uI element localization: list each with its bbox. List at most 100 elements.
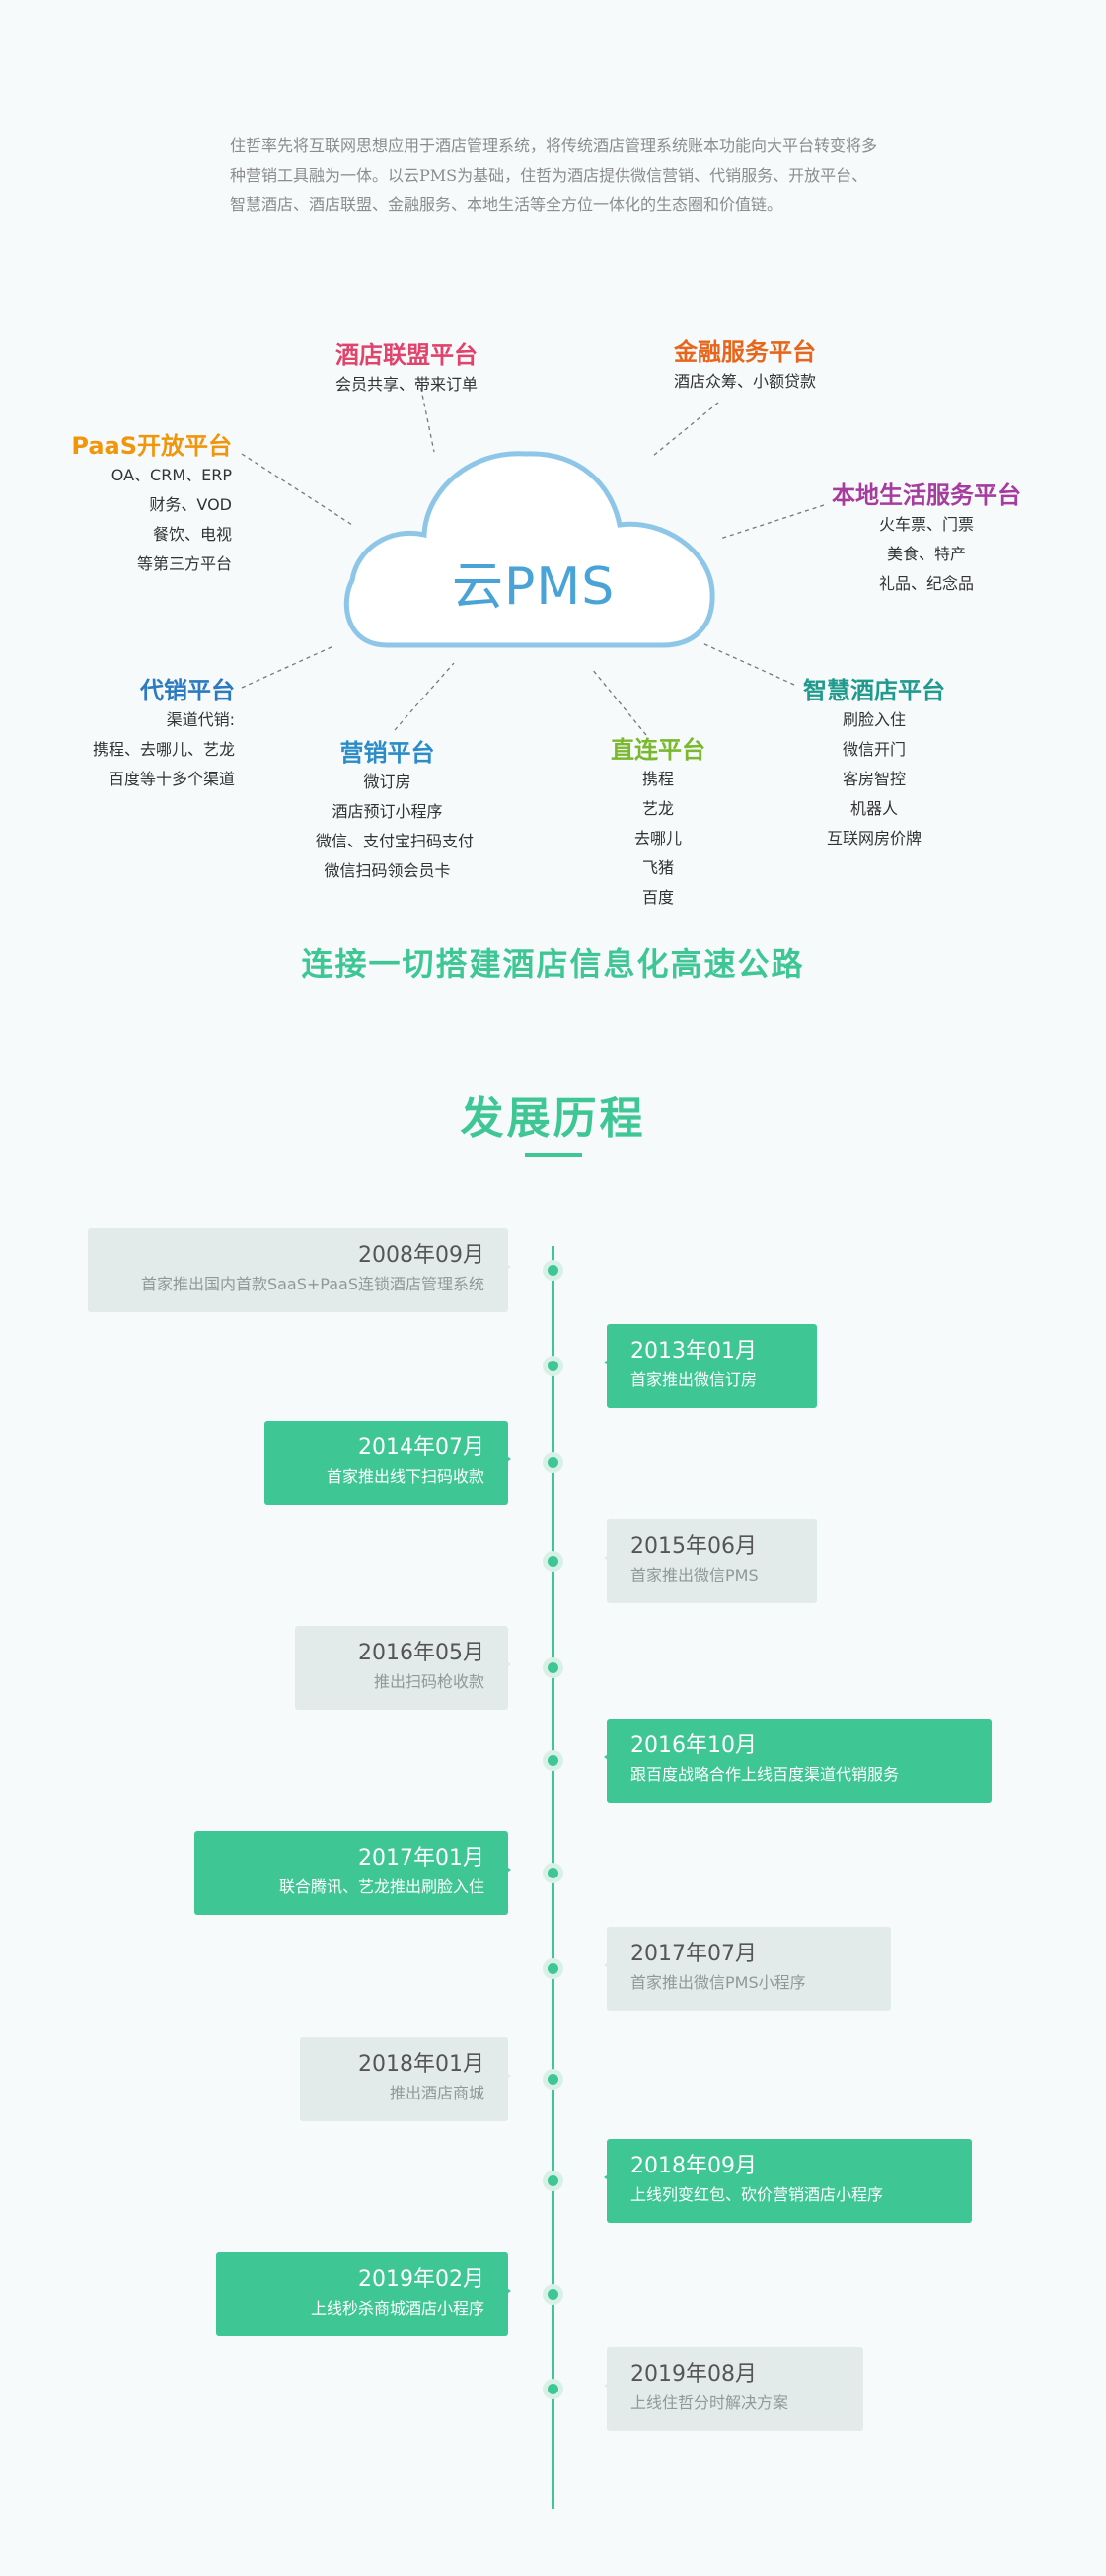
platform-paas: PaaS开放平台 OA、CRM、ERP 财务、VOD 餐饮、电视 等第三方平台 (59, 431, 232, 579)
connector-finance (652, 402, 719, 457)
timeline-entry: 2014年07月首家推出线下扫码收款 (264, 1421, 511, 1505)
timeline-dot (548, 2289, 558, 2300)
timeline-dot (548, 1556, 558, 1567)
platform-line: 刷脸入住 (842, 710, 906, 729)
intro-paragraph: 住哲率先将互联网思想应用于酒店管理系统，将传统酒店管理系统账本功能向大平台转变将… (230, 136, 878, 214)
timeline-entry: 2016年10月跟百度战略合作上线百度渠道代销服务 (604, 1719, 992, 1803)
title-underline (525, 1153, 582, 1157)
timeline-date: 2018年09月 (630, 2154, 757, 2178)
connector-direct (591, 668, 647, 736)
timeline-dot (548, 2175, 558, 2186)
platform-finance: 金融服务平台 酒店众筹、小额贷款 (674, 337, 816, 397)
platform-line: 礼品、纪念品 (878, 574, 974, 593)
timeline-date: 2019年08月 (630, 2362, 757, 2387)
timeline-event: 首家推出微信PMS (630, 1566, 759, 1584)
platform-line: 酒店预订小程序 (332, 802, 443, 821)
platform-agency: 代销平台 渠道代销: 携程、去哪儿、艺龙 百度等十多个渠道 (59, 676, 235, 794)
timeline-date: 2008年09月 (358, 1243, 484, 1268)
platform-line: 百度等十多个渠道 (108, 770, 235, 788)
platform-line: 机器人 (849, 799, 898, 818)
timeline-dot (548, 1361, 558, 1371)
timeline-dot (548, 2384, 558, 2394)
platform-line: 互联网房价牌 (826, 829, 922, 847)
timeline-event: 上线列变红包、砍价营销酒店小程序 (630, 2185, 884, 2204)
platform-alliance: 酒店联盟平台 会员共享、带来订单 (335, 340, 478, 400)
timeline-dot (548, 1662, 558, 1673)
platform-title: 金融服务平台 (674, 338, 816, 366)
timeline-date: 2015年06月 (630, 1534, 757, 1559)
timeline-date: 2019年02月 (358, 2267, 484, 2292)
platform-line: 火车票、门票 (878, 515, 974, 534)
timeline-dot (548, 1457, 558, 1468)
timeline-event: 首家推出线下扫码收款 (326, 1467, 484, 1486)
platform-title: 智慧酒店平台 (803, 677, 945, 704)
history-title: 发展历程 (460, 1093, 646, 1143)
timeline-entry: 2013年01月首家推出微信订房 (604, 1324, 817, 1408)
timeline-date: 2013年01月 (630, 1339, 757, 1363)
connector-marketing (394, 662, 455, 731)
platform-line: 微信扫码领会员卡 (324, 861, 451, 880)
platform-line: 百度 (641, 888, 674, 907)
timeline-dot (548, 2074, 558, 2085)
platform-line: 艺龙 (641, 799, 674, 818)
timeline-date: 2017年01月 (358, 1846, 484, 1871)
timeline-event: 首家推出微信PMS小程序 (630, 1973, 806, 1992)
timeline-dot (548, 1868, 558, 1878)
platform-line: 财务、VOD (149, 495, 232, 514)
timeline-entry: 2019年08月上线住哲分时解决方案 (604, 2347, 863, 2431)
timeline-event: 联合腾讯、艺龙推出刷脸入住 (278, 1877, 484, 1896)
connector-local (719, 504, 825, 540)
platform-local: 本地生活服务平台 火车票、门票 美食、特产 礼品、纪念品 (832, 480, 1021, 599)
timeline-entry: 2017年07月首家推出微信PMS小程序 (604, 1927, 891, 2011)
platform-line: 微信、支付宝扫码支付 (316, 832, 475, 850)
timeline-entry: 2019年02月上线秒杀商城酒店小程序 (216, 2252, 511, 2336)
timeline-entry: 2008年09月首家推出国内首款SaaS+PaaS连锁酒店管理系统 (88, 1228, 511, 1312)
platform-line: 微订房 (363, 773, 411, 791)
diagram-lines (241, 379, 825, 736)
platform-line: 渠道代销: (166, 710, 235, 729)
platform-line: OA、CRM、ERP (111, 466, 232, 484)
platform-title: PaaS开放平台 (71, 432, 232, 460)
platform-line: 去哪儿 (633, 829, 682, 847)
platform-line: 携程、去哪儿、艺龙 (92, 740, 235, 759)
timeline-entry: 2017年01月联合腾讯、艺龙推出刷脸入住 (194, 1831, 511, 1915)
timeline-entry: 2016年05月推出扫码枪收款 (295, 1626, 511, 1710)
timeline-date: 2018年01月 (358, 2052, 484, 2077)
timeline-date: 2016年10月 (630, 1733, 757, 1758)
platform-line: 飞猪 (641, 858, 674, 877)
platform-title: 代销平台 (140, 677, 235, 704)
platform-marketing: 营销平台 微订房 酒店预订小程序 微信、支付宝扫码支付 微信扫码领会员卡 (316, 738, 475, 886)
platform-line: 美食、特产 (886, 545, 966, 563)
cloud-shape (343, 451, 715, 648)
platform-line: 酒店众筹、小额贷款 (674, 372, 817, 391)
timeline-date: 2017年07月 (630, 1942, 757, 1966)
timeline-event: 首家推出微信订房 (630, 1370, 758, 1389)
cloud-pms-label: 云PMS (452, 557, 616, 617)
platform-line: 客房智控 (842, 770, 906, 788)
platform-line: 携程 (641, 770, 674, 788)
timeline-event: 上线住哲分时解决方案 (630, 2393, 789, 2412)
connector-agency (241, 645, 334, 689)
platform-title: 酒店联盟平台 (335, 341, 478, 369)
platform-smart: 智慧酒店平台 刷脸入住 微信开门 客房智控 机器人 互联网房价牌 (795, 676, 953, 853)
platform-line: 餐饮、电视 (152, 525, 232, 544)
timeline-entry: 2018年09月上线列变红包、砍价营销酒店小程序 (604, 2139, 972, 2223)
timeline-event: 上线秒杀商城酒店小程序 (310, 2299, 484, 2318)
platform-title: 本地生活服务平台 (832, 481, 1021, 509)
timeline-date: 2014年07月 (358, 1435, 484, 1460)
platform-line: 等第三方平台 (136, 554, 232, 573)
timeline-dot (548, 1963, 558, 1974)
connector-smart (701, 642, 795, 686)
timeline-event: 首家推出国内首款SaaS+PaaS连锁酒店管理系统 (140, 1275, 484, 1293)
platform-title: 营销平台 (339, 739, 435, 767)
slogan: 连接一切搭建酒店信息化高速公路 (301, 945, 805, 983)
connector-paas (241, 453, 353, 526)
timeline-entry: 2018年01月推出酒店商城 (300, 2037, 511, 2121)
timeline-entry: 2015年06月首家推出微信PMS (604, 1519, 817, 1603)
platform-line: 微信开门 (842, 740, 906, 759)
platform-diagram: 云PMS 酒店联盟平台 会员共享、带来订单 金融服务平台 酒店众筹、小额贷款 P… (0, 316, 1106, 927)
timeline-event: 推出扫码枪收款 (373, 1672, 484, 1691)
platform-line: 会员共享、带来订单 (335, 375, 479, 394)
platform-title: 直连平台 (611, 736, 705, 764)
timeline-date: 2016年05月 (358, 1641, 484, 1665)
